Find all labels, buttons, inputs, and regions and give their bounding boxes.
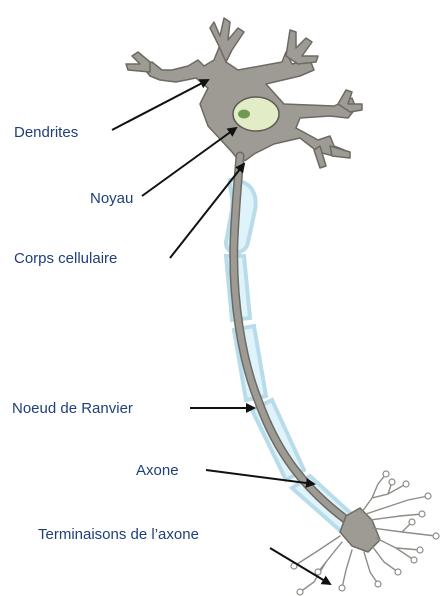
terminal-bouton	[417, 547, 423, 553]
nucleus-label: Noyau	[90, 190, 133, 208]
nucleus-arrow	[142, 128, 236, 196]
cell-body-group	[126, 18, 362, 168]
axon-terminals-arrow	[270, 548, 330, 584]
terminal-bouton	[433, 533, 439, 539]
axon-label: Axone	[136, 462, 179, 480]
terminal-bouton	[389, 479, 395, 485]
dendrites-arrow	[112, 80, 208, 130]
terminal-bouton	[297, 589, 303, 595]
axon-terminals-label: Terminaisons de l’axone	[38, 526, 199, 544]
terminal-bouton	[339, 585, 345, 591]
terminal-bouton	[425, 493, 431, 499]
dendrite-branch	[126, 52, 150, 72]
terminal-bouton	[315, 569, 321, 575]
cell-body-label: Corps cellulaire	[14, 250, 117, 268]
terminal-bouton	[403, 481, 409, 487]
terminal-branch	[366, 496, 428, 514]
terminal-branch	[294, 536, 340, 566]
dendrite-branch	[286, 30, 318, 64]
terminal-branch	[372, 546, 398, 572]
terminal-bouton	[411, 557, 417, 563]
terminal-bouton	[395, 569, 401, 575]
terminal-bouton	[375, 581, 381, 587]
terminal-bouton	[419, 511, 425, 517]
node-of-ranvier-label: Noeud de Ranvier	[12, 400, 133, 418]
terminal-bouton	[409, 519, 415, 525]
terminal-branch	[364, 552, 378, 584]
terminal-bouton	[383, 471, 389, 477]
terminal-branch	[370, 514, 422, 520]
terminal-branch	[342, 550, 352, 588]
nucleolus-shape	[238, 110, 250, 119]
dendrites-label: Dendrites	[14, 124, 78, 142]
